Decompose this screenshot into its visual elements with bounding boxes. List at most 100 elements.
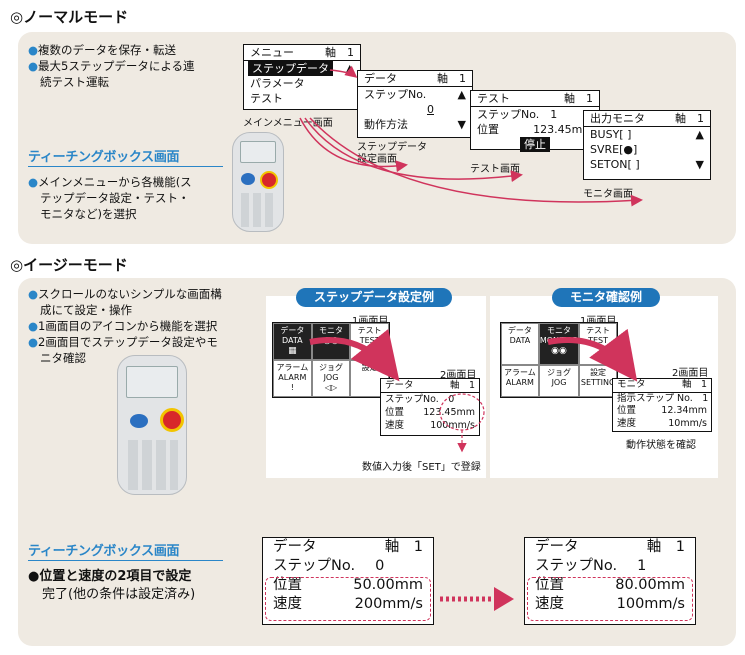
before-axis: 軸 1 bbox=[384, 539, 423, 555]
emergency-stop-icon-2 bbox=[160, 408, 184, 432]
data-axis: 軸 1 bbox=[437, 72, 466, 85]
m-icon-alarm-jp: アラーム bbox=[504, 368, 536, 377]
monitor-svre: SVRE[●] bbox=[590, 143, 638, 156]
step-lcd-axis: 軸 1 bbox=[449, 380, 475, 391]
data-header: データ bbox=[364, 72, 397, 85]
before-pos-label: 位置 bbox=[273, 577, 302, 593]
before-pos-value: 50.00mm bbox=[353, 577, 423, 593]
normal-bullet-1: 複数のデータを保存・転送 bbox=[38, 43, 177, 57]
m-icon-jog-en: JOG bbox=[551, 378, 567, 387]
monitor-lcd-speed-label: 速度 bbox=[617, 417, 637, 429]
transition-arrow bbox=[440, 587, 514, 611]
teaching-box-device-1 bbox=[232, 132, 284, 232]
icon-jog-en: JOG bbox=[323, 373, 339, 382]
after-speed-value: 100mm/s bbox=[616, 596, 685, 612]
data-caption-2: 設定画面 bbox=[357, 154, 397, 165]
easy-tp-bullet-1: 位置と速度の2項目で設定 bbox=[39, 569, 192, 584]
monitor-busy: BUSY[ ] bbox=[590, 128, 632, 141]
test-pos-label: 位置 bbox=[477, 123, 499, 136]
normal-tp-bullets: ●メインメニューから各機能(ス テップデータ設定・テスト・ モニタなど)を選択 bbox=[28, 174, 228, 222]
normal-tp-bullet-1b: テップデータ設定・テスト・ bbox=[40, 191, 190, 205]
data-screen: データ軸 1 ステップNo.▲ 0 動作方法▼ bbox=[357, 70, 473, 138]
after-pos-label: 位置 bbox=[535, 577, 564, 593]
m-icon-setting-en: SETTING bbox=[580, 378, 616, 387]
icon-data-jp: データ bbox=[280, 326, 305, 335]
normal-bullet-2b: 続テスト運転 bbox=[40, 75, 109, 89]
icon-alarm-en: ALARM bbox=[278, 373, 307, 382]
before-highlight bbox=[265, 577, 431, 621]
easy-mode-title: ◎イージーモード bbox=[10, 256, 128, 274]
m-icon-monitor-jp: モニタ bbox=[546, 326, 571, 335]
monitor-screen: 出力モニタ軸 1 BUSY[ ]▲ SVRE[●] SETON[ ]▼ bbox=[583, 110, 711, 180]
device-dial-icon bbox=[241, 173, 255, 185]
m-icon-data-jp: データ bbox=[507, 326, 532, 335]
after-step-label: ステップNo. bbox=[535, 558, 618, 574]
before-step-label: ステップNo. bbox=[273, 558, 356, 574]
menu-caption: メインメニュー画面 bbox=[243, 118, 333, 129]
test-header: テスト bbox=[477, 92, 510, 105]
device2-dial-icon bbox=[130, 414, 148, 428]
after-highlight bbox=[527, 577, 693, 621]
icon-alarm-jp: アラーム bbox=[276, 363, 309, 372]
after-axis: 軸 1 bbox=[646, 539, 685, 555]
menu-header: メニュー bbox=[250, 46, 294, 59]
monitor-lcd-step: 指示ステップ No. 1 bbox=[617, 392, 709, 404]
normal-bullet-2: 最大5ステップデータによる連 bbox=[38, 59, 195, 73]
step-screen2-label: 2画面目 bbox=[440, 370, 477, 381]
menu-item-parameter: パラメータ bbox=[250, 77, 305, 90]
device-screen-icon bbox=[240, 141, 276, 163]
monitor-example-tag: モニタ確認例 bbox=[552, 288, 660, 307]
easy-tp-bullets: ●位置と速度の2項目で設定 完了(他の条件は設定済み) bbox=[28, 569, 196, 602]
before-header: データ bbox=[273, 539, 317, 555]
monitor-axis: 軸 1 bbox=[675, 112, 704, 125]
monitor-header: 出力モニタ bbox=[590, 112, 645, 125]
before-speed-label: 速度 bbox=[273, 596, 302, 612]
m-icon-alarm-en: ALARM bbox=[505, 378, 534, 387]
step-lcd-header: データ bbox=[385, 380, 414, 391]
after-step-value: 1 bbox=[637, 558, 647, 574]
test-axis: 軸 1 bbox=[564, 92, 593, 105]
menu-item-step-data: ステップデータ bbox=[248, 61, 333, 76]
step-lcd-speed-value: 100mm/s bbox=[430, 420, 475, 431]
m-icon-data-en: DATA bbox=[509, 336, 531, 345]
keypad-icon-2 bbox=[128, 440, 178, 490]
normal-tp-bullet-1: メインメニューから各機能(ス bbox=[38, 175, 192, 189]
test-stop-label: 停止 bbox=[520, 137, 550, 152]
monitor-screen1-label: 1画面目 bbox=[580, 312, 616, 327]
after-pos-value: 80.00mm bbox=[615, 577, 685, 593]
teaching-box-device-2 bbox=[117, 355, 187, 495]
data-step-label: ステップNo. bbox=[364, 88, 427, 101]
icon-data-en: DATA bbox=[282, 336, 303, 345]
data-method-label: 動作方法 bbox=[364, 118, 408, 131]
monitor-lcd-axis: 軸 1 bbox=[681, 379, 707, 390]
step-example-tag: ステップデータ設定例 bbox=[296, 288, 452, 307]
monitor-lcd-header: モニタ bbox=[617, 379, 646, 390]
after-header: データ bbox=[535, 539, 579, 555]
easy-bullet-3: 2画面目でステップデータ設定やモ bbox=[38, 335, 218, 349]
monitor-lcd-pos-value: 12.34mm bbox=[661, 405, 707, 416]
easy-bullet-2: 1画面目のアイコンから機能を選択 bbox=[38, 319, 218, 333]
data-caption-1: ステップデータ bbox=[357, 142, 427, 153]
normal-mode-title: ◎ノーマルモード bbox=[10, 8, 129, 26]
icon-monitor-jp: モニタ bbox=[318, 326, 343, 335]
m-icon-jog-jp: ジョグ bbox=[546, 368, 571, 377]
monitor-note: 動作状態を確認 bbox=[626, 440, 696, 451]
step-lcd-speed-label: 速度 bbox=[385, 420, 405, 431]
step-screen1-label: 1画面目 bbox=[352, 312, 388, 327]
easy-tp-bullet-1b: 完了(他の条件は設定済み) bbox=[42, 587, 196, 602]
monitor-lcd-speed-value: 10mm/s bbox=[668, 417, 707, 429]
data-step-value: 0 bbox=[427, 103, 434, 116]
monitor-screen2-label: 2画面目 bbox=[672, 368, 709, 379]
